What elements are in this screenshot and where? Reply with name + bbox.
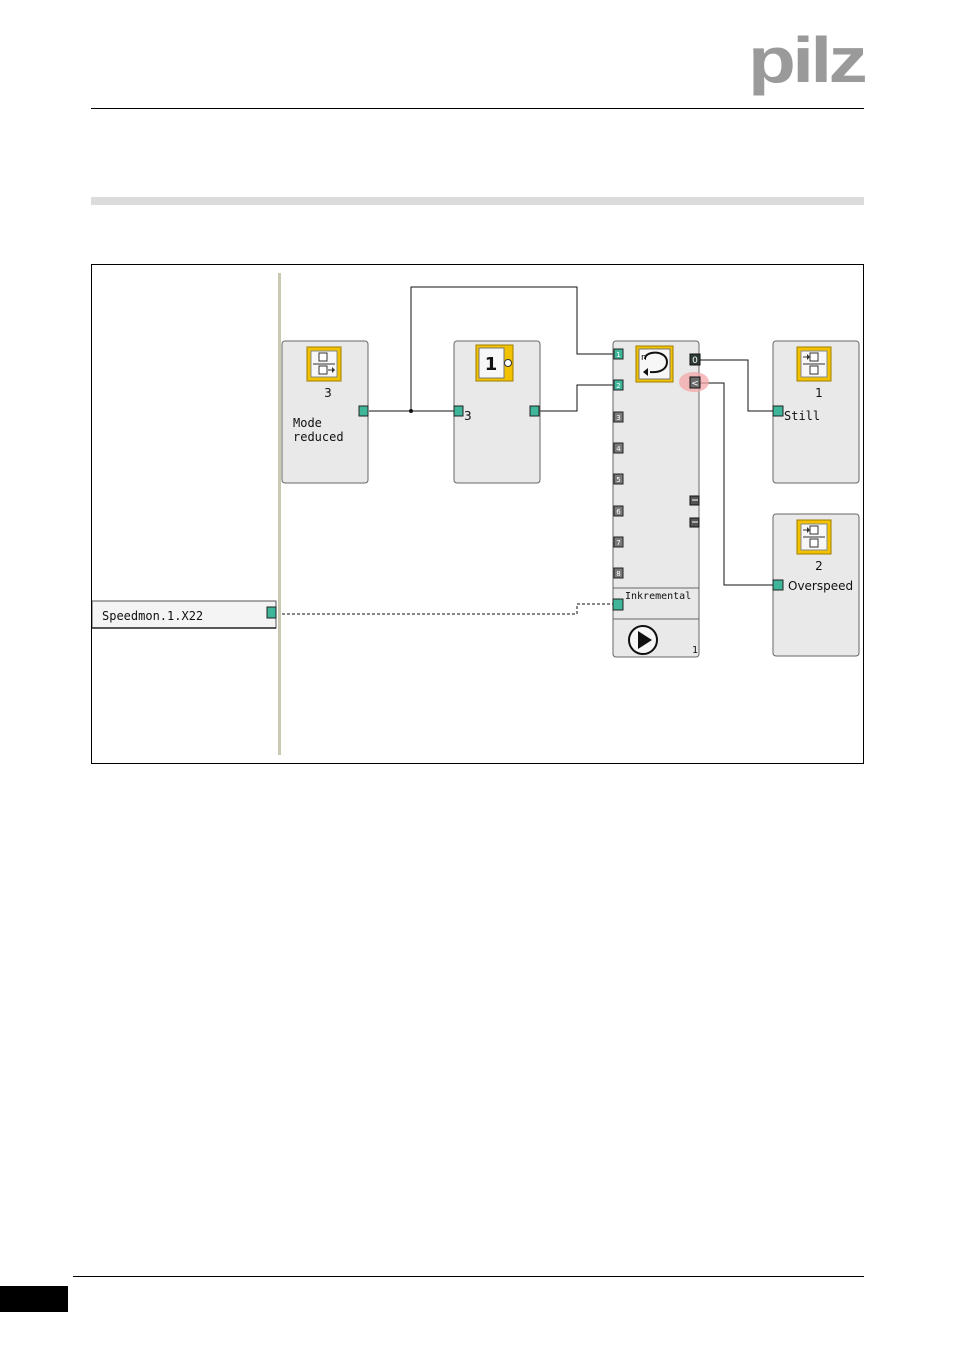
header-rule (91, 108, 864, 109)
block-not[interactable]: 1 3 (453, 340, 541, 484)
block-overspeed[interactable]: 2 Overspeed (772, 513, 860, 657)
wire-not-to-speed-in2 (539, 384, 614, 412)
speed-input-label-4: 4 (616, 445, 621, 453)
speed-instance-number: 1 (692, 645, 698, 656)
footer-rule (73, 1276, 864, 1277)
page-number-tab (0, 1286, 68, 1312)
speed-output-0-label: 0 (692, 356, 698, 366)
logo-text: pilz (748, 30, 865, 96)
speed-input-port-4[interactable] (613, 442, 624, 454)
speed-input-port-6[interactable] (613, 505, 624, 517)
input-column-separator (278, 273, 281, 755)
block-speed-monitor[interactable]: n 1 2 3 4 5 6 7 8 0 < Inkremental 1 (612, 340, 709, 658)
not-gate-icon (475, 344, 514, 382)
speed-input-label-6: 6 (616, 508, 621, 516)
input-element-icon (796, 346, 832, 382)
block-mode-output-port[interactable] (358, 405, 369, 417)
input-signal-port[interactable] (266, 606, 277, 619)
input-signal-element[interactable]: Speedmon.1.X22 (92, 600, 277, 629)
speed-input-label-8: 8 (616, 570, 620, 578)
output-element-icon (306, 346, 342, 382)
wire-encoder-dashed (282, 603, 614, 615)
speed-input-port-3[interactable] (613, 411, 624, 423)
encoder-input-port[interactable] (612, 598, 624, 611)
speed-input-port-1[interactable] (613, 348, 624, 360)
not-gate-digit: 1 (485, 354, 498, 375)
svg-text:n: n (641, 353, 647, 363)
speed-output-1-label: < (691, 379, 699, 389)
block-still[interactable]: 1 Still (772, 340, 860, 484)
block-still-label: Still (784, 409, 820, 423)
block-overspeed-number: 2 (815, 559, 823, 573)
speed-input-label-3: 3 (616, 414, 620, 422)
block-not-input-number: 3 (464, 409, 472, 423)
speed-input-ports: 1 2 3 4 5 6 7 8 (613, 348, 624, 579)
speed-input-port-8[interactable] (613, 567, 624, 579)
block-mode-label-line1: Mode (293, 416, 322, 430)
speed-input-port-5[interactable] (613, 473, 624, 485)
wire-speed-out0-to-still (699, 359, 774, 412)
block-mode-label-line2: reduced (293, 430, 344, 444)
section-bar (91, 197, 864, 205)
speed-output-1-port[interactable] (689, 376, 701, 389)
wire-mode-to-speed-in1 (410, 286, 614, 411)
pilz-logo: pilz (748, 30, 866, 96)
speed-input-label-2: 2 (616, 382, 620, 390)
diagram-figure: Speedmon.1.X22 3 Mode reduced (91, 264, 864, 764)
block-still-input-port[interactable] (772, 405, 784, 417)
block-mode-reduced[interactable]: 3 Mode reduced (281, 340, 369, 484)
wire-speed-out1-to-overspeed (699, 382, 774, 586)
speed-input-label-7: 7 (616, 539, 620, 547)
speed-output-0-port[interactable] (689, 353, 701, 366)
input-element-icon (796, 519, 832, 555)
block-overspeed-input-port[interactable] (772, 579, 784, 591)
input-signal-label: Speedmon.1.X22 (102, 609, 203, 623)
play-icon[interactable] (628, 625, 658, 655)
block-not-input-port[interactable] (453, 405, 464, 417)
block-still-number: 1 (815, 386, 823, 400)
rotation-counter-icon: n (635, 345, 674, 383)
block-overspeed-label: Overspeed (788, 579, 853, 593)
wire-junction (409, 409, 413, 413)
encoder-label: Inkremental (625, 591, 691, 602)
block-not-output-port[interactable] (529, 405, 540, 417)
block-mode-number: 3 (324, 386, 332, 400)
speed-input-port-7[interactable] (613, 536, 624, 548)
speed-input-port-2[interactable] (613, 379, 624, 391)
speed-input-label-1: 1 (616, 351, 620, 359)
speed-input-label-5: 5 (616, 476, 620, 484)
